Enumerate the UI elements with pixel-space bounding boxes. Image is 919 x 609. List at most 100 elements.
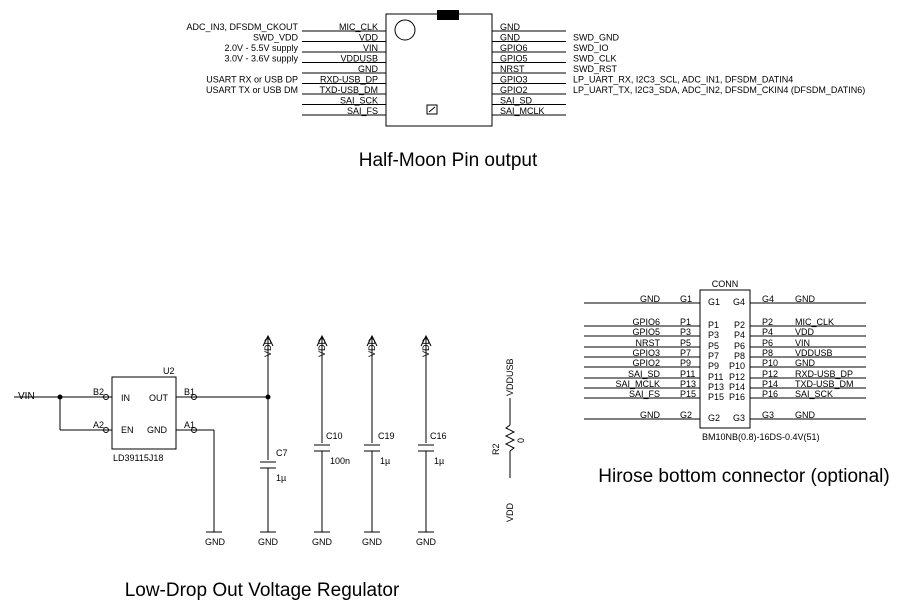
right-pin-name: SAI_SD [500, 96, 533, 106]
right-inner-pin: P8 [734, 351, 745, 361]
left-inner-pin: P1 [708, 320, 719, 330]
left-pin-number: P15 [680, 389, 696, 399]
left-inner-pin: P9 [708, 361, 719, 371]
left-pin-number: P5 [680, 338, 691, 348]
right-inner-pin: P2 [734, 320, 745, 330]
right-pin-number: P16 [762, 389, 778, 399]
left-pin-name: VDDUSB [340, 54, 378, 64]
connector-part: BM10NB(0.8)-16DS-0.4V(51) [702, 432, 820, 442]
right-pin-number: P4 [762, 327, 773, 337]
left-pin-name: MIC_CLK [339, 22, 378, 32]
left-inner-pin: P7 [708, 351, 719, 361]
left-pin-desc: USART RX or USB DP [206, 75, 298, 85]
left-pin-number: P3 [680, 327, 691, 337]
regulator-title: Low-Drop Out Voltage Regulator [125, 580, 400, 601]
right-net-name: GND [795, 358, 816, 368]
right-pin-name: GND [500, 22, 521, 32]
ldo-gnd-label: GND [205, 537, 226, 547]
right-inner-pin: G3 [733, 413, 745, 423]
right-pin-desc: LP_UART_TX, I2C3_SDA, ADC_IN2, DFSDM_CKI… [573, 85, 865, 95]
left-net-name: SAI_MCLK [615, 379, 660, 389]
right-pin-number: P14 [762, 379, 778, 389]
right-pin-number: P12 [762, 369, 778, 379]
right-pin-number: P2 [762, 317, 773, 327]
left-net-name: GPIO5 [632, 327, 660, 337]
connector-row: GPIO6 P1 P1 P2 P2 MIC_CLK [584, 317, 866, 330]
left-pin-desc: USART TX or USB DM [206, 85, 298, 95]
resistor-r2: VDDUSB R2 0 VDD [491, 358, 526, 522]
pin-gnd-name: GND [147, 425, 168, 435]
right-pin-desc: SWD_CLK [573, 54, 617, 64]
left-inner-pin: G1 [708, 297, 720, 307]
left-inner-pin: P3 [708, 330, 719, 340]
regulator-section: VIN U2 LD39115J18 B2 IN A2 EN B1 OUT A1 … [14, 334, 526, 601]
cap-ref: C16 [430, 431, 447, 441]
pin-out-name: OUT [149, 393, 169, 403]
gnd-label: GND [312, 537, 333, 547]
right-net-name: VDD [795, 327, 815, 337]
left-pin-number: P1 [680, 317, 691, 327]
right-pin-name: GPIO5 [500, 54, 528, 64]
right-net-name: MIC_CLK [795, 317, 834, 327]
right-pin-desc: SWD_RST [573, 64, 618, 74]
ldo-part: LD39115J18 [113, 453, 163, 463]
right-inner-pin: P12 [729, 372, 745, 382]
cap-value: 100n [330, 456, 350, 466]
pin-b2-num: B2 [93, 387, 104, 397]
left-net-name: GPIO3 [632, 348, 660, 358]
left-pin-name: GND [358, 64, 379, 74]
connector-label: CONN [712, 279, 739, 289]
left-pin-number: P7 [680, 348, 691, 358]
cap-ref: C10 [326, 431, 343, 441]
right-inner-pin: P14 [729, 382, 745, 392]
vdd-label: VDD [421, 337, 431, 357]
half-moon-title: Half-Moon Pin output [359, 150, 538, 171]
pin1-marker-circle [394, 19, 416, 41]
vdd-arrow-icon [316, 334, 328, 347]
r2-ref: R2 [491, 443, 501, 455]
right-pin-name: SAI_MCLK [500, 106, 545, 116]
ldo-ref: U2 [163, 366, 175, 376]
left-pin-desc: 3.0V - 3.6V supply [224, 54, 298, 64]
left-net-name: GPIO2 [632, 358, 660, 368]
right-net-name: GND [795, 410, 816, 420]
right-net-name: GND [795, 294, 816, 304]
gnd-label: GND [258, 537, 279, 547]
connector-title: Hirose bottom connector (optional) [598, 466, 889, 487]
right-pin-number: P8 [762, 348, 773, 358]
vdd-label: VDD [263, 337, 273, 357]
pin-a2-num: A2 [93, 420, 104, 430]
left-pin-desc: SWD_VDD [253, 33, 299, 43]
cap-value: 1µ [380, 456, 390, 466]
left-inner-pin: P5 [708, 341, 719, 351]
right-pin-name: GPIO6 [500, 43, 528, 53]
left-inner-pin: G2 [708, 413, 720, 423]
left-pin-number: G2 [680, 410, 692, 420]
left-net-name: SAI_FS [629, 389, 660, 399]
right-pin-number: P6 [762, 338, 773, 348]
gnd-label: GND [416, 537, 437, 547]
right-pin-desc: SWD_IO [573, 43, 609, 53]
pin-a2-dot [103, 427, 109, 433]
right-pin-number: G4 [762, 294, 774, 304]
left-net-name: GPIO6 [632, 317, 660, 327]
cap-ref: C19 [378, 431, 395, 441]
ldo-ic-body [111, 376, 177, 450]
left-net-name: NRST [636, 338, 661, 348]
right-pin-desc: SWD_GND [573, 33, 620, 43]
